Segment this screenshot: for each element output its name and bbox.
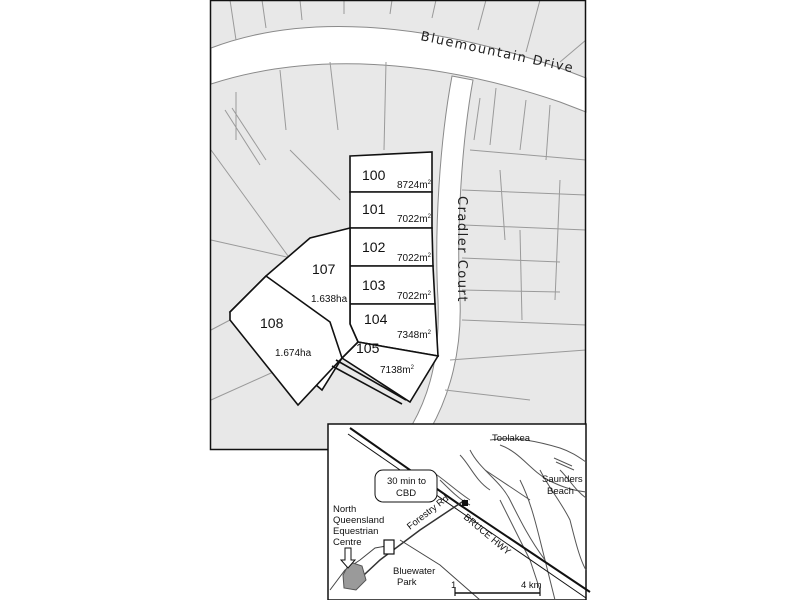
cbd-callout-line1: 30 min to <box>387 476 426 487</box>
lot-102-number: 102 <box>362 239 386 255</box>
lot-105-access-strip-2 <box>331 365 403 405</box>
lot-108-area: 1.674ha <box>275 348 312 359</box>
lot-100-area: 8724m2 <box>397 180 432 191</box>
junction-marker <box>462 500 468 506</box>
map-area: Bluemountain Drive Cradler Court 100 872… <box>209 0 587 451</box>
saunders-beach-label-2: Beach <box>547 486 574 497</box>
property-location-marker <box>383 539 395 555</box>
lot-105-area: 7138m2 <box>380 365 415 376</box>
lots <box>228 151 440 407</box>
lot-103-number: 103 <box>362 277 386 293</box>
inset-bruce-hwy-line <box>349 427 591 593</box>
lot-108-number: 108 <box>260 315 284 331</box>
inset-river <box>329 544 393 591</box>
inset-coastline <box>429 438 587 601</box>
equestrian-label-2: Queensland <box>333 515 384 526</box>
inset-bruce-hwy-line-2 <box>347 433 587 599</box>
lot-107-number: 107 <box>312 261 336 277</box>
lot-101-number: 101 <box>362 201 386 217</box>
equestrian-label-4: Centre <box>333 537 362 548</box>
cbd-callout-box <box>374 469 438 503</box>
lot-107-area: 1.638ha <box>311 294 348 305</box>
lot-102-area: 7022m2 <box>397 253 432 264</box>
lot-105-access-strip <box>335 359 407 401</box>
equestrian-pointer-arrow <box>339 547 357 569</box>
equestrian-label-1: North <box>333 504 356 515</box>
location-inset: 30 min to CBD Toolakea Saunders Beach Fo… <box>327 423 591 601</box>
lot-104-number: 104 <box>364 311 388 327</box>
lot-104-area: 7348m2 <box>397 330 432 341</box>
cradler-court-label: Cradler Court <box>454 196 469 303</box>
scale-end-label: 4 km <box>521 580 542 591</box>
toolakea-label: Toolakea <box>492 433 531 444</box>
scale-start-label: 1 <box>451 580 456 591</box>
lot-103-area: 7022m2 <box>397 291 432 302</box>
inset-background <box>327 423 587 601</box>
saunders-beach-label-1: Saunders <box>542 474 583 485</box>
lot-108-boundary <box>229 274 343 407</box>
cbd-callout-line2: CBD <box>396 488 416 499</box>
lot-105-number: 105 <box>356 340 380 356</box>
equestrian-label-3: Equestrian <box>333 526 378 537</box>
lot-101-area: 7022m2 <box>397 214 432 225</box>
inset-secondary-road <box>399 539 481 601</box>
bluewater-park-label-1: Bluewater <box>393 566 435 577</box>
bluewater-park-label-2: Park <box>397 577 417 588</box>
inset-forestry-rd-line <box>349 499 466 589</box>
lot-100-number: 100 <box>362 167 386 183</box>
